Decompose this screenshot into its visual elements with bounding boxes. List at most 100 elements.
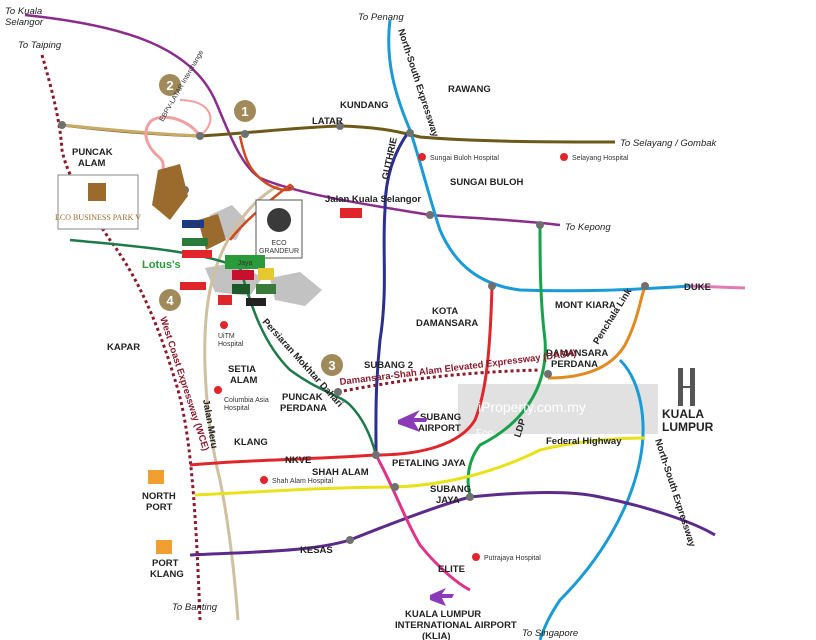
- label-to-kuala-selangor-1: To Kuala: [5, 6, 42, 17]
- watermark-box: [458, 384, 658, 434]
- svg-text:SUBANG: SUBANG: [430, 484, 471, 495]
- eco-business-park-logo: ECO BUSINESS PARK V: [55, 174, 141, 230]
- road-jalan-meru: [203, 183, 281, 621]
- road-persiaran: [69, 238, 378, 456]
- label-to-singapore: To Singapore: [522, 628, 578, 639]
- svg-text:AIRPORT: AIRPORT: [418, 423, 461, 434]
- port-klang-icon: [156, 540, 172, 554]
- svg-text:PORT: PORT: [146, 502, 173, 513]
- kl-towers-icon: [678, 368, 695, 406]
- store-logos: UDB Jaya: [180, 208, 362, 306]
- svg-text:KUNDANG: KUNDANG: [340, 100, 389, 111]
- svg-text:Hospital: Hospital: [218, 341, 244, 348]
- svg-text:LATAR: LATAR: [312, 116, 343, 127]
- svg-text:PETALING JAYA: PETALING JAYA: [392, 458, 466, 469]
- marker-2[interactable]: 2: [159, 74, 181, 96]
- hospital-markers: Sungai Buloh Hospital Selayang Hospital …: [214, 153, 629, 562]
- svg-text:MONT KIARA: MONT KIARA: [555, 300, 616, 311]
- road-wce: [40, 54, 202, 621]
- label-to-banting: To Banting: [172, 602, 218, 613]
- site-plot: [152, 164, 188, 220]
- marker-4[interactable]: 4: [159, 289, 181, 311]
- svg-text:GUTHRIE: GUTHRIE: [380, 137, 400, 181]
- lotus-logo: Lotus's: [142, 259, 181, 271]
- road-duke: [689, 284, 746, 290]
- svg-text:Jalan Kuala Selangor: Jalan Kuala Selangor: [325, 194, 421, 205]
- label-to-kuala-selangor-2: Selangor: [5, 17, 44, 28]
- svg-text:KESAS: KESAS: [300, 545, 333, 556]
- road-nse: [387, 19, 691, 293]
- svg-text:Putrajaya Hospital: Putrajaya Hospital: [484, 555, 541, 562]
- road-ebpv-loop2: [179, 99, 212, 137]
- area-labels: PUNCAK ALAM KUNDANG RAWANG LATAR SUNGAI …: [72, 84, 714, 640]
- svg-text:JAYA: JAYA: [436, 495, 460, 506]
- svg-text:4: 4: [166, 293, 174, 308]
- svg-text:KLANG: KLANG: [150, 569, 184, 580]
- svg-text:North-South Expressway: North-South Expressway: [395, 28, 441, 140]
- svg-text:SUNGAI BULOH: SUNGAI BULOH: [450, 177, 524, 188]
- svg-text:3: 3: [328, 358, 335, 373]
- svg-text:(KLIA): (KLIA): [422, 631, 451, 640]
- svg-text:West Coast Expressway (WCE): West Coast Expressway (WCE): [157, 316, 211, 453]
- svg-text:PERDANA: PERDANA: [280, 403, 327, 414]
- svg-text:PORT: PORT: [152, 558, 179, 569]
- svg-text:KUALA LUMPUR: KUALA LUMPUR: [405, 609, 481, 620]
- marker-3[interactable]: 3: [321, 354, 343, 376]
- junction-dots: [58, 121, 649, 544]
- road-ldp-green: [466, 224, 547, 496]
- svg-text:INTERNATIONAL AIRPORT: INTERNATIONAL AIRPORT: [395, 620, 517, 631]
- svg-text:NORTH: NORTH: [142, 491, 176, 502]
- road-jks-kepong: [429, 213, 561, 227]
- svg-text:PUNCAK: PUNCAK: [72, 147, 113, 158]
- svg-text:Jaya: Jaya: [238, 260, 253, 267]
- svg-text:1: 1: [241, 104, 248, 119]
- svg-text:DAMANSARA: DAMANSARA: [546, 348, 608, 359]
- svg-text:ALAM: ALAM: [230, 375, 258, 386]
- label-to-selayang: To Selayang / Gombak: [620, 138, 718, 149]
- subang-airport-icon: [398, 410, 428, 432]
- svg-text:KLANG: KLANG: [234, 437, 268, 448]
- svg-text:UiTM: UiTM: [218, 333, 235, 340]
- svg-text:SUBANG 2: SUBANG 2: [364, 360, 413, 371]
- road-nse-south: [538, 358, 645, 640]
- svg-text:RAWANG: RAWANG: [448, 84, 491, 95]
- svg-text:ECO: ECO: [271, 240, 287, 247]
- svg-text:Columbia Asia: Columbia Asia: [224, 397, 269, 404]
- svg-text:SETIA: SETIA: [228, 364, 256, 375]
- svg-text:SHAH ALAM: SHAH ALAM: [312, 467, 369, 478]
- svg-text:Federal Highway: Federal Highway: [546, 436, 622, 447]
- svg-text:NKVE: NKVE: [285, 455, 311, 466]
- svg-text:KAPAR: KAPAR: [107, 342, 140, 353]
- svg-text:ECO BUSINESS PARK V: ECO BUSINESS PARK V: [55, 213, 141, 222]
- label-to-penang: To Penang: [358, 12, 404, 23]
- svg-text:2: 2: [166, 78, 173, 93]
- svg-text:SUBANG: SUBANG: [420, 412, 461, 423]
- svg-text:KUALA: KUALA: [662, 407, 704, 421]
- road-federal: [194, 436, 646, 497]
- svg-text:North-South Expressway: North-South Expressway: [652, 438, 698, 550]
- marker-1[interactable]: 1: [234, 100, 256, 122]
- eco-grandeur-logo: ECO GRANDEUR: [255, 199, 303, 259]
- svg-text:ELITE: ELITE: [438, 564, 465, 575]
- watermark-text: iProperty.com.my: [478, 399, 586, 415]
- svg-text:DUKE: DUKE: [684, 282, 711, 293]
- road-dash: [337, 368, 541, 394]
- road-latar-tan: [61, 123, 201, 138]
- north-port-icon: [148, 470, 164, 484]
- svg-text:Hospital: Hospital: [224, 405, 250, 412]
- svg-text:PUNCAK: PUNCAK: [282, 392, 323, 403]
- svg-text:PERDANA: PERDANA: [551, 359, 598, 370]
- svg-text:GRANDEUR: GRANDEUR: [259, 248, 299, 255]
- road-link-orange: [229, 135, 294, 241]
- svg-text:UDB: UDB: [186, 222, 201, 229]
- road-guthrie: [374, 129, 412, 456]
- label-to-kepong: To Kepong: [565, 222, 611, 233]
- road-penchala: [547, 285, 647, 380]
- direction-labels: To Kuala Selangor To Taiping To Penang T…: [5, 6, 718, 639]
- svg-text:KOTA: KOTA: [432, 306, 458, 317]
- svg-text:ALAM: ALAM: [78, 158, 106, 169]
- road-elite: [374, 454, 471, 592]
- watermark-small: Foo: [476, 428, 494, 439]
